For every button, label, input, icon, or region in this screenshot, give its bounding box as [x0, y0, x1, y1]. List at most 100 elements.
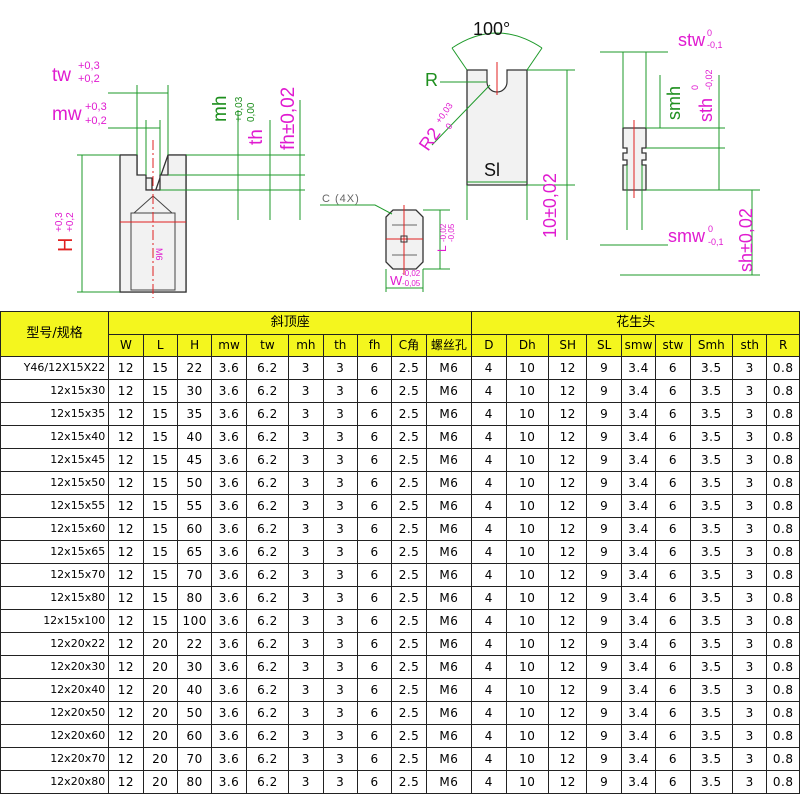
value-cell: M6 — [425, 701, 473, 725]
value-cell: 3.6 — [211, 632, 247, 656]
value-cell: 10 — [505, 494, 550, 518]
value-cell: 3 — [732, 747, 768, 771]
value-cell: 3.6 — [211, 655, 247, 679]
L-tol-down: -0,05 — [447, 223, 456, 242]
smw-tol-down: -0,1 — [708, 237, 724, 247]
angle-label: 100° — [473, 19, 510, 39]
value-cell: M6 — [425, 494, 473, 518]
value-cell: 10 — [505, 563, 550, 587]
value-cell: 6.2 — [245, 379, 290, 403]
value-cell: 9 — [586, 379, 622, 403]
value-cell: 3.4 — [620, 402, 657, 426]
value-cell: 10 — [505, 724, 550, 748]
value-cell: 15 — [142, 356, 178, 380]
value-cell: 50 — [176, 701, 213, 725]
value-cell: 3 — [288, 402, 324, 426]
value-cell: 6.2 — [245, 402, 290, 426]
value-cell: 3.6 — [211, 724, 247, 748]
value-cell: 12 — [108, 494, 144, 518]
value-cell: 10 — [505, 678, 550, 702]
value-cell: 3 — [322, 356, 358, 380]
value-cell: 3 — [322, 494, 358, 518]
model-cell: 12x15x55 — [0, 494, 110, 518]
column-header: 螺丝孔 — [425, 334, 473, 357]
value-cell: 3 — [322, 609, 358, 633]
value-cell: 9 — [586, 494, 622, 518]
value-cell: 9 — [586, 609, 622, 633]
value-cell: 3 — [322, 471, 358, 495]
value-cell: 3.4 — [620, 609, 657, 633]
value-cell: 12 — [108, 747, 144, 771]
value-cell: 15 — [142, 448, 178, 472]
value-cell: 3.6 — [211, 563, 247, 587]
value-cell: 4 — [471, 356, 507, 380]
value-cell: 9 — [586, 586, 622, 610]
value-cell: 6 — [356, 632, 393, 656]
value-cell: 6 — [356, 425, 393, 449]
seat-dimension-lines — [77, 85, 305, 293]
value-cell: 4 — [471, 770, 507, 794]
value-cell: 10 — [505, 609, 550, 633]
value-cell: 3.6 — [211, 517, 247, 541]
value-cell: 6.2 — [245, 356, 290, 380]
value-cell: 3.4 — [620, 724, 657, 748]
value-cell: 3.5 — [689, 701, 734, 725]
value-cell: 10 — [505, 471, 550, 495]
value-cell: 15 — [142, 586, 178, 610]
value-cell: 12 — [108, 517, 144, 541]
value-cell: 6 — [356, 540, 393, 564]
value-cell: 12 — [548, 747, 588, 771]
value-cell: 15 — [142, 471, 178, 495]
value-cell: 0.8 — [766, 517, 800, 541]
value-cell: 10 — [505, 701, 550, 725]
value-cell: 2.5 — [391, 494, 427, 518]
value-cell: 4 — [471, 540, 507, 564]
value-cell: 6 — [356, 724, 393, 748]
value-cell: 6 — [356, 770, 393, 794]
value-cell: 6.2 — [245, 494, 290, 518]
column-header: SH — [548, 334, 588, 357]
value-cell: 9 — [586, 655, 622, 679]
value-cell: 3 — [732, 632, 768, 656]
value-cell: 6 — [655, 517, 691, 541]
value-cell: M6 — [425, 517, 473, 541]
value-cell: M6 — [425, 609, 473, 633]
value-cell: 12 — [548, 609, 588, 633]
value-cell: 6 — [356, 563, 393, 587]
column-header: mw — [211, 334, 247, 357]
value-cell: 3.5 — [689, 379, 734, 403]
value-cell: 3 — [288, 701, 324, 725]
value-cell: 3 — [288, 632, 324, 656]
peanut-head-front-view — [600, 51, 760, 276]
value-cell: 3.4 — [620, 655, 657, 679]
value-cell: 3 — [322, 724, 358, 748]
value-cell: 3 — [288, 379, 324, 403]
value-cell: 3 — [322, 701, 358, 725]
model-cell: 12x15x30 — [0, 379, 110, 403]
value-cell: 2.5 — [391, 563, 427, 587]
value-cell: 12 — [548, 517, 588, 541]
value-cell: 6 — [655, 471, 691, 495]
value-cell: 12 — [548, 494, 588, 518]
value-cell: 10 — [505, 770, 550, 794]
value-cell: 3.5 — [689, 586, 734, 610]
model-cell: 12x15x80 — [0, 586, 110, 610]
value-cell: M6 — [425, 540, 473, 564]
column-header: W — [108, 334, 144, 357]
value-cell: 4 — [471, 494, 507, 518]
value-cell: 12 — [108, 655, 144, 679]
value-cell: M6 — [425, 425, 473, 449]
value-cell: 2.5 — [391, 586, 427, 610]
value-cell: 12 — [548, 356, 588, 380]
value-cell: 4 — [471, 632, 507, 656]
value-cell: 4 — [471, 402, 507, 426]
value-cell: 3.4 — [620, 701, 657, 725]
value-cell: 6.2 — [245, 425, 290, 449]
value-cell: 3 — [288, 356, 324, 380]
column-header: fh — [356, 334, 393, 357]
value-cell: 0.8 — [766, 747, 800, 771]
